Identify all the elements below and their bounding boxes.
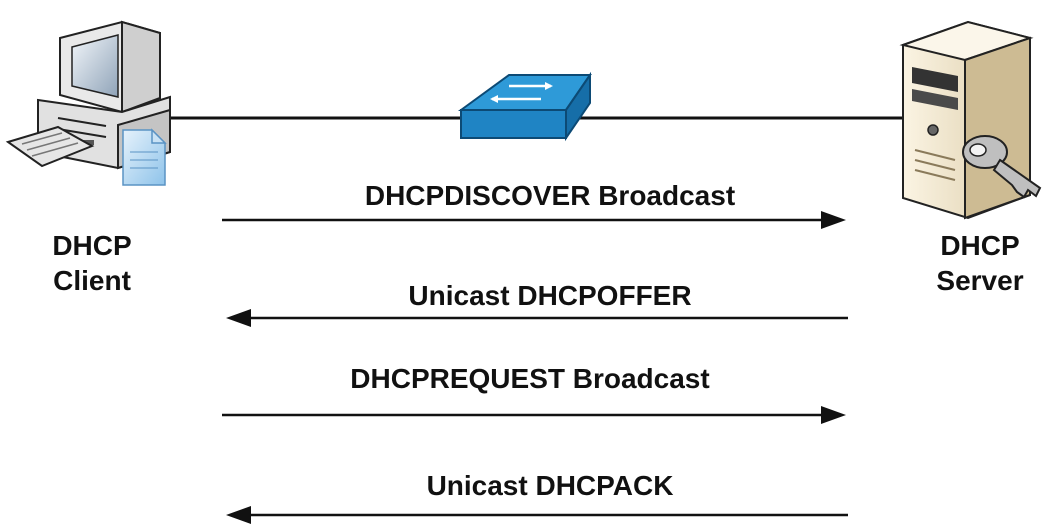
client-label-line1: DHCP bbox=[52, 230, 132, 261]
client-label-line2: Client bbox=[53, 265, 131, 296]
message-label-offer: Unicast DHCPOFFER bbox=[408, 280, 692, 311]
message-arrow-ack bbox=[226, 506, 848, 524]
desktop-computer-icon bbox=[5, 20, 171, 186]
server-label-line1: DHCP bbox=[940, 230, 1020, 261]
server-label-line2: Server bbox=[936, 265, 1024, 296]
client-label: DHCP Client bbox=[22, 228, 162, 298]
message-label-discover: DHCPDISCOVER Broadcast bbox=[364, 180, 736, 211]
server-tower-with-key-icon bbox=[899, 20, 1042, 220]
message-label-request: DHCPREQUEST Broadcast bbox=[350, 363, 710, 394]
server-label: DHCP Server bbox=[910, 228, 1050, 298]
network-switch-icon bbox=[457, 71, 592, 142]
message-arrow-request bbox=[222, 406, 846, 424]
message-arrow-discover bbox=[222, 211, 846, 229]
message-label-ack: Unicast DHCPACK bbox=[426, 470, 674, 501]
message-arrow-offer bbox=[226, 309, 848, 327]
